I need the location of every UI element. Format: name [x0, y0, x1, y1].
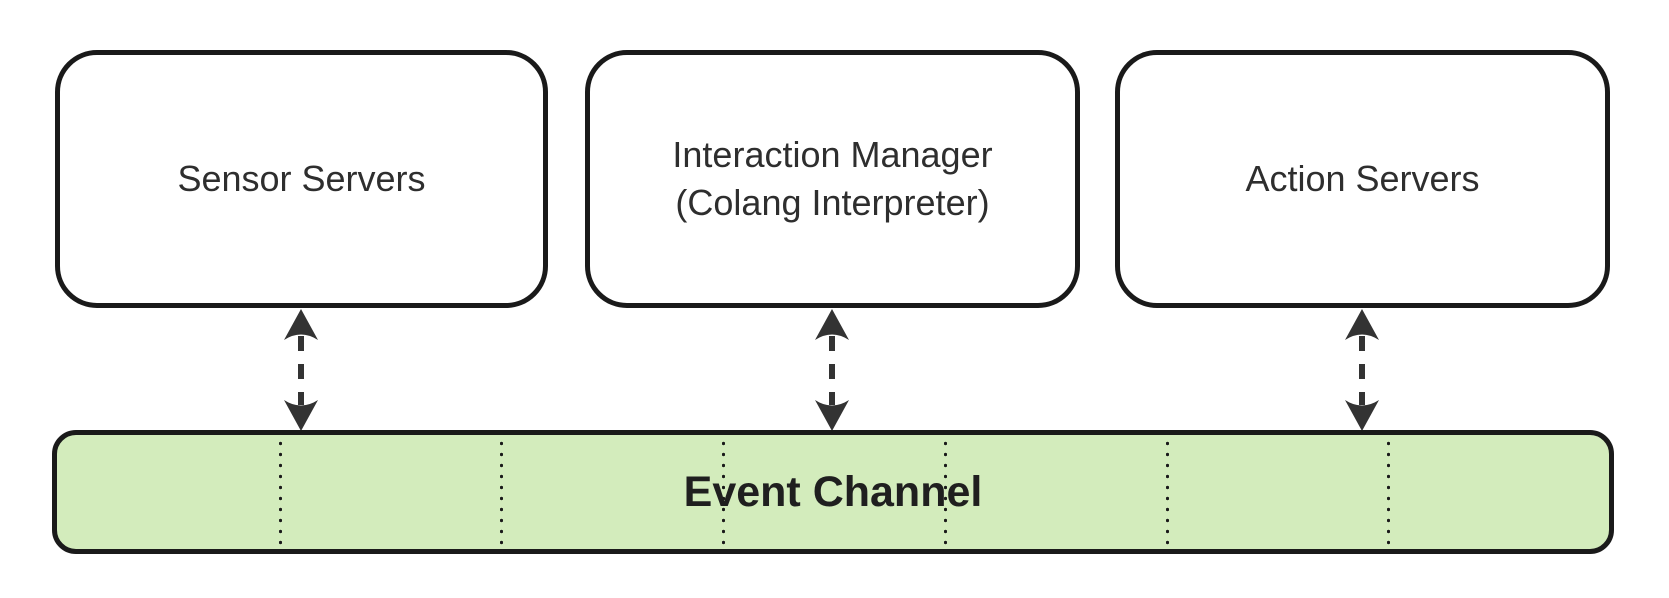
channel-divider-dotted-line: [943, 438, 947, 546]
node-interaction-manager: Interaction Manager (Colang Interpreter): [585, 50, 1080, 308]
event-channel-label: Event Channel: [683, 467, 983, 516]
bidirectional-dashed-arrow-icon: [815, 309, 849, 431]
node-label: Sensor Servers: [177, 158, 426, 199]
node-sensor-servers: Sensor Servers: [55, 50, 548, 308]
node-label-line-1: Interaction Manager: [672, 134, 993, 175]
channel-divider-dotted-line: [278, 438, 282, 546]
node-action-servers: Action Servers: [1115, 50, 1610, 308]
bidirectional-dashed-arrow-icon: [1345, 309, 1379, 431]
channel-divider-dotted-line: [722, 438, 726, 546]
node-label-line-2: (Colang Interpreter): [675, 182, 990, 223]
channel-divider-dotted-line: [1387, 438, 1391, 546]
node-label: Action Servers: [1245, 158, 1480, 199]
event-channel-bar: Event Channel: [52, 430, 1614, 554]
channel-divider-dotted-line: [500, 438, 504, 546]
bidirectional-dashed-arrow-icon: [284, 309, 318, 431]
channel-divider-dotted-line: [1165, 438, 1169, 546]
